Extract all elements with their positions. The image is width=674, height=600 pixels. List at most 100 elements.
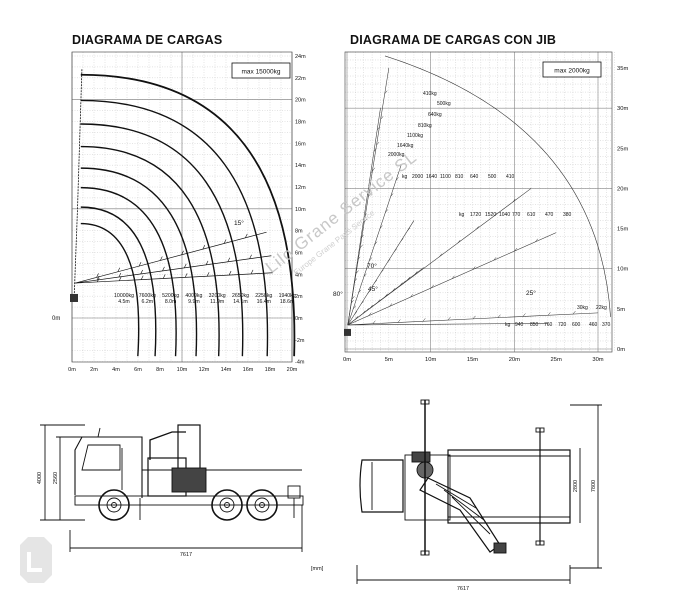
chart1-load-radius: 9.9m xyxy=(188,299,200,305)
boom-tip xyxy=(493,542,507,554)
jib-load-45: 610 xyxy=(527,212,536,218)
jib-vertical-load: 640kg xyxy=(428,112,442,118)
jib-tick xyxy=(497,314,501,318)
jib-load-25: 940 xyxy=(515,322,524,328)
jib-boom-horizontal xyxy=(347,323,548,326)
jib-tick xyxy=(387,259,391,263)
boom-tick xyxy=(140,269,143,275)
chart1-x-tick: 20m xyxy=(287,367,298,373)
chart2-x-tick: 20m xyxy=(509,357,520,363)
crane-boom xyxy=(149,431,186,460)
jib-tick xyxy=(399,282,403,286)
jib-tick xyxy=(572,310,576,315)
jib-tick xyxy=(393,248,397,253)
jib-tick xyxy=(384,293,388,297)
jib-tick xyxy=(380,269,384,273)
boom-tick xyxy=(245,233,248,238)
jib-load-70: 1100 xyxy=(440,174,451,180)
chart1-load-radius: 14.1m xyxy=(233,299,247,305)
jib-vertical-load: 1100kg xyxy=(407,133,423,139)
jib-load-70: kg xyxy=(402,174,408,180)
jib-tick xyxy=(493,257,497,261)
jib-tick xyxy=(373,148,377,152)
boom-line xyxy=(75,231,267,284)
jib-load-70: 2000 xyxy=(412,174,423,180)
jib-tick xyxy=(359,244,363,249)
boom-tick xyxy=(184,273,188,278)
jib-tick xyxy=(354,311,358,315)
boom-tick xyxy=(223,239,227,244)
jib-load-diagram-title: DIAGRAMA DE CARGAS CON JIB xyxy=(350,33,557,47)
jib-load-45: kg xyxy=(459,212,465,218)
envelope-curve xyxy=(80,206,157,357)
envelope-curve xyxy=(80,167,198,357)
chart2-y-tick: 0m xyxy=(617,347,625,353)
chart1-load-kg: 7600kg xyxy=(139,293,156,299)
chart2-y-tick: 15m xyxy=(617,227,628,233)
jib-tick xyxy=(352,305,356,310)
chart1: max 15000kg 0m 15° 24m22m20m18m16m14m12m… xyxy=(52,54,306,373)
chart1-x-tick: 16m xyxy=(243,367,254,373)
chart1-load-kg: 4000kg xyxy=(185,293,202,299)
chart1-x-tick: 10m xyxy=(177,367,188,373)
chart2-x-tick: 0m xyxy=(343,357,351,363)
jib-tick xyxy=(447,316,451,321)
jib-tick xyxy=(351,296,355,300)
boom-tick xyxy=(183,263,187,269)
jib-vertical-load: 500kg xyxy=(437,101,451,107)
jib-tick xyxy=(363,213,367,217)
chart1-y-tick: 16m xyxy=(295,141,306,147)
chart1-load-kg: 2250kg xyxy=(255,293,272,299)
chart1-load-radius: 18.6m xyxy=(280,299,294,305)
chart1-x-tick: 18m xyxy=(265,367,276,373)
boom-tick xyxy=(181,250,184,255)
outrigger-pad xyxy=(420,399,430,405)
boom-tick xyxy=(140,275,144,280)
chart1-y-tick: 4m xyxy=(295,272,303,278)
chart2-x-tick: 5m xyxy=(385,357,393,363)
chart1-load-kg: 5200kg xyxy=(162,293,179,299)
load-diagram-title: DIAGRAMA DE CARGAS xyxy=(72,33,223,47)
mirror xyxy=(97,427,101,438)
boom-line xyxy=(75,272,274,284)
jib-load-25-top: 30kg xyxy=(577,305,588,311)
boom-vertical xyxy=(73,69,83,297)
chart1-x-tick: 4m xyxy=(112,367,120,373)
envelope-curve xyxy=(80,186,177,357)
jib-tick xyxy=(512,198,516,203)
jib-tick xyxy=(439,253,443,257)
jib-load-45: 380 xyxy=(563,212,572,218)
truck-top-view xyxy=(356,399,602,584)
chart2-y-tick: 5m xyxy=(617,307,625,313)
chart1-y-tick: 8m xyxy=(295,229,303,235)
outrigger-pad xyxy=(535,427,545,433)
chart1-y-tick: 12m xyxy=(295,185,306,191)
jib-vertical-load: 810kg xyxy=(418,123,432,129)
jib-load-25: kg xyxy=(505,322,511,328)
jib-tick xyxy=(472,266,476,270)
chart2-x-tick: 15m xyxy=(467,357,478,363)
chart1-x-tick: 12m xyxy=(199,367,210,373)
envelope-curve xyxy=(80,99,269,357)
jib-tick xyxy=(368,193,372,197)
jib-load-45: 1520 xyxy=(485,212,496,218)
side-view-labels: 4000 2560 7617 [mm] xyxy=(37,472,324,572)
chart2-x-tick: 10m xyxy=(425,357,436,363)
envelope-curve xyxy=(80,145,220,357)
chart1-y-tick: 24m xyxy=(295,54,306,60)
chart1-max-box xyxy=(231,62,291,79)
chart2-y-tick: 35m xyxy=(617,66,628,72)
dim-total-height: 4000 xyxy=(37,472,43,484)
wheel-rear-1 xyxy=(211,489,243,521)
chart1-load-radius: 8.0m xyxy=(165,299,177,305)
jib-tick xyxy=(395,177,399,181)
chart1-y-tick: 0m xyxy=(295,316,303,322)
jib-tick xyxy=(472,315,476,320)
boom-tick xyxy=(117,267,121,272)
jib-tick xyxy=(535,238,539,242)
boom-tick xyxy=(249,254,252,259)
chart2-max-box xyxy=(542,61,602,78)
top-cab xyxy=(359,459,404,513)
jib-tick xyxy=(410,294,414,298)
jib-vertical-load: 1640kg xyxy=(397,143,414,149)
